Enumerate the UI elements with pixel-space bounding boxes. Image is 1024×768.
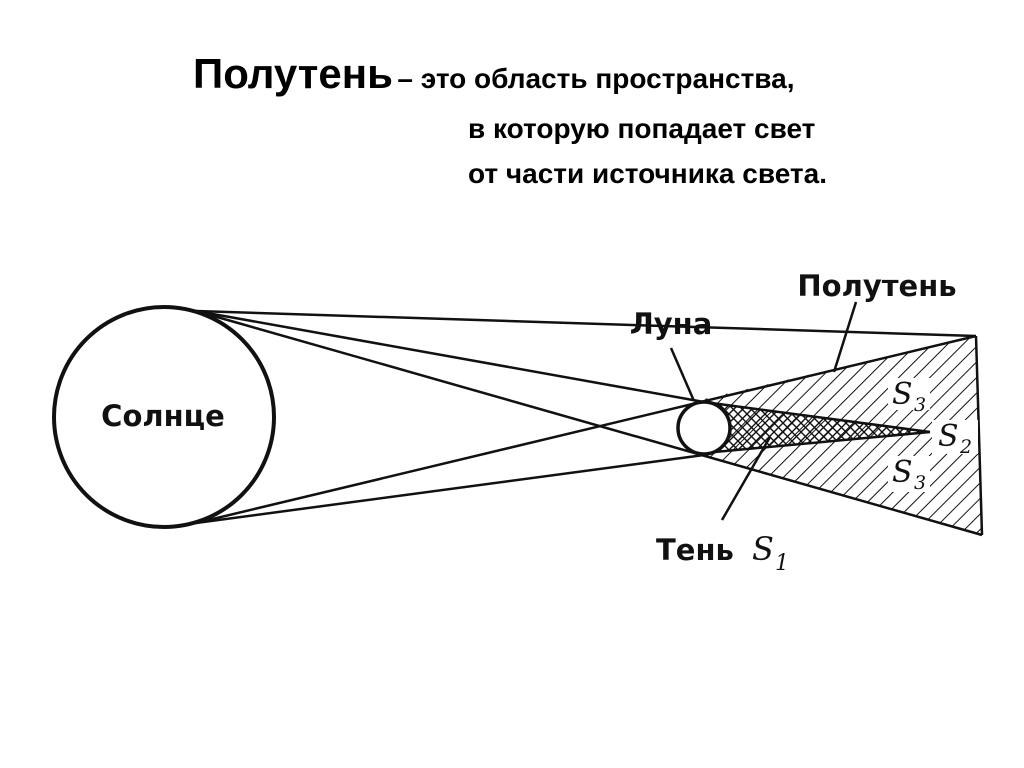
sun-label: Солнце [101, 399, 225, 433]
moon-label: Луна [630, 307, 713, 341]
region-s3-lower-bg [888, 456, 930, 492]
region-s3-upper-bg [888, 378, 930, 410]
region-s2-letter: S [938, 419, 959, 454]
definition-line-1: – это область пространства, [397, 63, 795, 94]
outer-ray-top-to-moon [195, 309, 705, 404]
cross-ray-bottom [195, 334, 977, 525]
outer-ray-bottom [195, 453, 705, 525]
sun-circle [52, 305, 276, 529]
umbra-edge-bottom [703, 430, 931, 455]
region-s3-lower-index: 3 [914, 472, 926, 494]
cross-ray-top [195, 309, 983, 537]
region-s3-upper: S 3 [888, 377, 930, 416]
region-s2: S 2 [932, 419, 978, 458]
penumbra-right-edge [974, 335, 984, 536]
moon-pointer-line [669, 347, 696, 402]
shadow-pointer-line [720, 436, 772, 521]
umbra-region [704, 402, 930, 453]
penumbra-label: Полутень [797, 269, 956, 303]
penumbra-pointer-line [832, 301, 858, 373]
region-s2-index: 2 [959, 436, 972, 458]
region-s3-lower-letter: S [892, 455, 913, 490]
term-penumbra: Полутень [193, 50, 393, 97]
shadow-symbol-letter: S [752, 530, 774, 568]
shadow-symbol: S 1 [752, 530, 789, 576]
definition-line-2: в которую попадает свет [468, 113, 816, 144]
region-s3-upper-letter: S [892, 377, 913, 412]
shadow-symbol-index: 1 [775, 551, 789, 576]
region-s3-lower: S 3 [888, 455, 930, 494]
title-line: Полутень – это область пространства, [193, 50, 795, 98]
region-s3-upper-index: 3 [914, 394, 926, 416]
shadow-label: Тень [656, 533, 734, 567]
definition-line-3: от части источника света. [468, 158, 827, 189]
region-s2-bg [932, 420, 978, 454]
umbra-edge-top [703, 400, 931, 434]
moon-circle [676, 400, 732, 456]
